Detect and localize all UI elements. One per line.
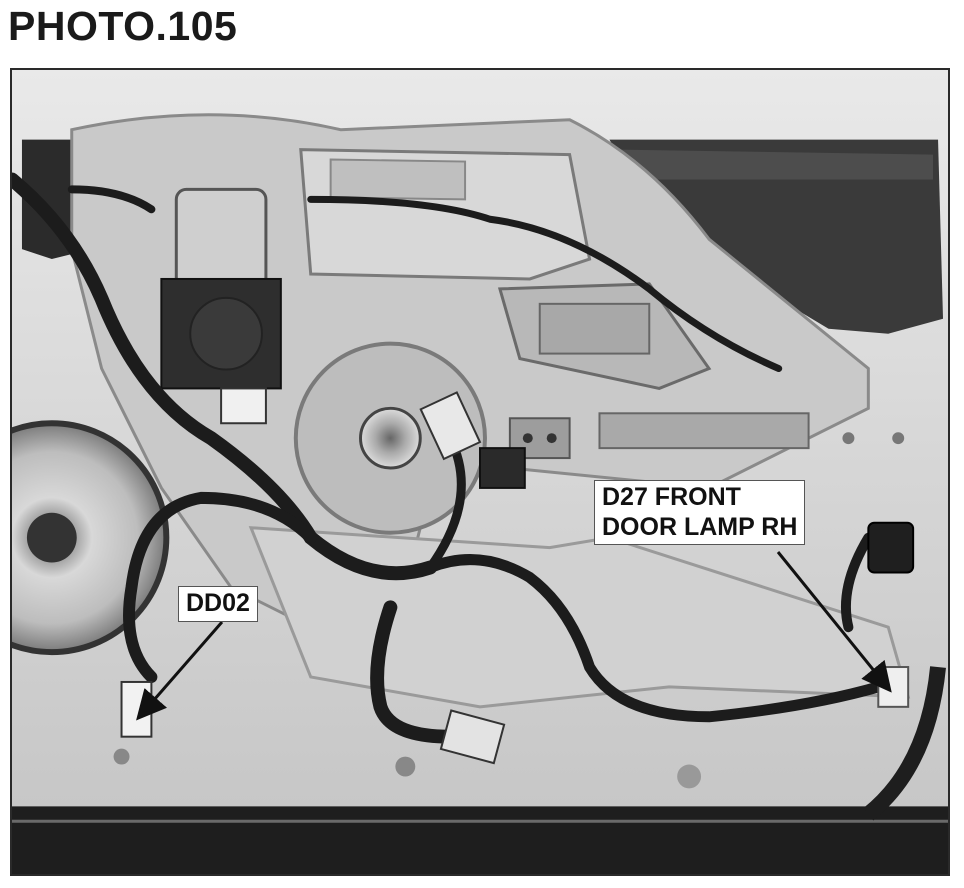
door-panel-illustration xyxy=(12,70,948,874)
harness-connector-black xyxy=(479,447,526,489)
callout-d27-line2: DOOR LAMP RH xyxy=(602,512,798,541)
callout-d27-front-door-lamp: D27 FRONT DOOR LAMP RH xyxy=(594,480,806,545)
callout-dd02-text: DD02 xyxy=(186,589,250,617)
window-glass-area xyxy=(609,139,944,334)
module-label xyxy=(329,158,467,201)
door-panel-photo xyxy=(10,68,950,876)
connector-dd02 xyxy=(120,680,153,738)
callout-dd02: DD02 xyxy=(178,586,258,622)
callout-d27-line1: D27 FRONT xyxy=(602,483,741,511)
photo-title: PHOTO.105 xyxy=(8,3,238,49)
wiring-harness xyxy=(12,172,884,744)
door-bottom-seal xyxy=(12,806,948,874)
door-lamp-connector xyxy=(867,521,915,574)
